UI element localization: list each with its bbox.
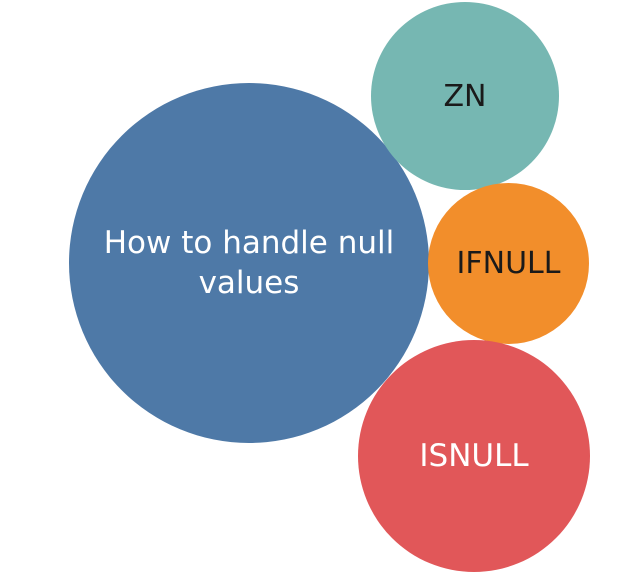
zn-bubble: ZN xyxy=(371,2,559,190)
zn-label: ZN xyxy=(443,78,487,114)
ifnull-bubble: IFNULL xyxy=(428,183,589,344)
main-topic-bubble: How to handle null values xyxy=(69,83,429,443)
main-topic-label: How to handle null values xyxy=(103,224,395,301)
ifnull-label: IFNULL xyxy=(456,246,561,281)
isnull-label: ISNULL xyxy=(419,437,529,474)
isnull-bubble: ISNULL xyxy=(358,340,590,572)
